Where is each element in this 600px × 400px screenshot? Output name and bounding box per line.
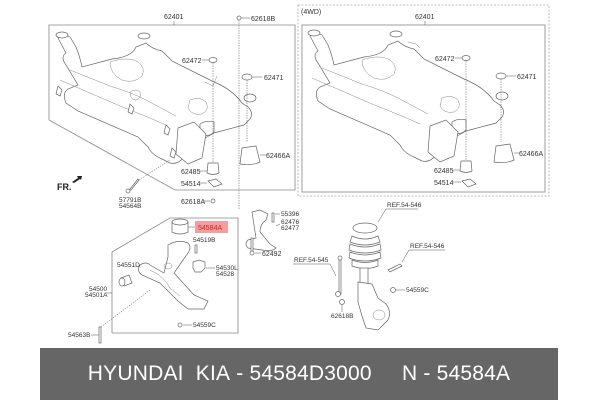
part-number-banner: HYUNDAI KIA - 54584D3000 N - 54584A: [40, 348, 558, 400]
left-subframe-frame: [48, 24, 296, 191]
label-54564B: 54564B: [119, 203, 141, 210]
subframe-4wd-drawing: [307, 29, 509, 163]
label-54584A: 54584A: [198, 225, 222, 232]
label-54519B: 54519B: [193, 237, 215, 244]
label-62401-4wd: 62401: [415, 14, 435, 21]
front-direction-label: FR.: [57, 182, 72, 192]
label-62476: 62476: [281, 219, 299, 226]
4wd-inner-frame: [301, 24, 546, 193]
label-62618B: 62618B: [251, 16, 275, 23]
label-54514: 54514: [181, 181, 201, 188]
label-62472-4wd: 62472: [435, 56, 455, 63]
gap: [372, 362, 402, 386]
label-62471-4wd: 62471: [517, 74, 537, 81]
oem-number: 54584D3000: [249, 362, 372, 385]
label-54559C: 54559C: [193, 322, 216, 329]
label-54514-4wd: 54514: [434, 180, 454, 187]
right-subframe-4wd-group: (4WD) 62401 62472 62471 62466A: [297, 4, 550, 197]
label-62472: 62472: [182, 58, 202, 65]
label-54500: 54500: [89, 286, 107, 293]
label-62618B-strut: 62618B: [331, 313, 353, 320]
front-arrow-icon: [72, 176, 82, 183]
label-54530L: 54530L: [216, 265, 238, 272]
label-62477: 62477: [281, 225, 299, 232]
label-4wd: (4WD): [301, 9, 321, 16]
lower-arm-frame: [111, 217, 239, 334]
separator: -: [417, 362, 437, 385]
left-subframe-group: 62401 62618B 62472: [48, 14, 296, 210]
lower-arm-group: 54584A 54519B 54551D 54500 54501A 54530L…: [68, 217, 239, 344]
catalog-number: 54584A: [436, 362, 511, 385]
label-62492: 62492: [262, 251, 282, 258]
parts-diagram: 62401 62618B 62472: [48, 4, 550, 344]
label-62401: 62401: [164, 14, 184, 21]
label-62485: 62485: [181, 169, 201, 176]
brand-label: HYUNDAI KIA: [87, 362, 231, 385]
strut-knuckle-group: REF.54-546 REF.54-546 REF.54-545 54559C …: [293, 202, 445, 331]
highlighted-part-54584A[interactable]: 54584A: [195, 221, 228, 233]
label-ref-54-545: REF.54-545: [294, 257, 329, 264]
label-62466A-4wd: 62466A: [519, 151, 543, 158]
label-ref-54-546-bolt: REF.54-546: [410, 243, 445, 250]
label-ref-54-546-strut: REF.54-546: [387, 202, 422, 209]
label-62618A: 62618A: [181, 199, 205, 206]
label-54528: 54528: [216, 271, 234, 278]
label-55396: 55396: [281, 211, 299, 218]
n-prefix: N: [401, 362, 418, 385]
label-57791B: 57791B: [119, 197, 141, 204]
label-54501A: 54501A: [85, 292, 108, 299]
label-54563B: 54563B: [68, 332, 90, 339]
subframe-drawing: [55, 31, 257, 165]
stay-bracket-group: 55396 62476 62477 62492: [245, 209, 299, 258]
4wd-dashed-frame: [297, 4, 550, 197]
label-54551D: 54551D: [117, 262, 140, 269]
label-62471: 62471: [264, 75, 284, 82]
label-62485-4wd: 62485: [434, 168, 454, 175]
label-62466A: 62466A: [266, 153, 290, 160]
separator: -: [230, 362, 250, 385]
label-54559C-strut: 54559C: [406, 287, 429, 294]
